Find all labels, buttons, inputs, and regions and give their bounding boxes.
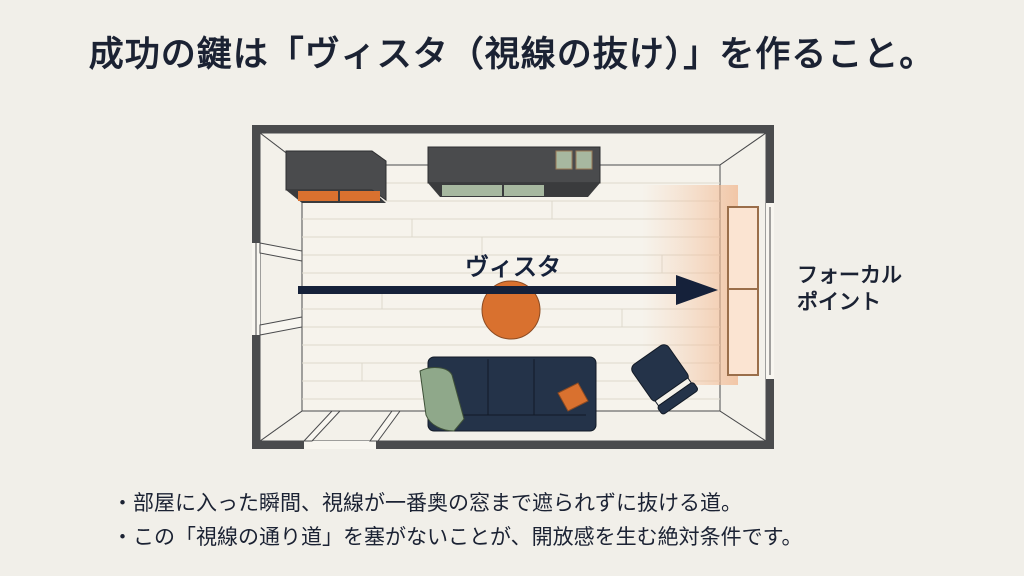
vista-label: ヴィスタ (465, 253, 561, 281)
focal-point-line1: フォーカル (797, 263, 902, 287)
tv-console (427, 146, 601, 197)
door-bottom (302, 410, 401, 449)
bullet-list: ・部屋に入った瞬間、視線が一番奥の窓まで遮られずに抜ける道。 ・この「視線の通り… (112, 486, 802, 554)
bullet-item: ・部屋に入った瞬間、視線が一番奥の窓まで遮られずに抜ける道。 (112, 491, 742, 515)
page-title: 成功の鍵は「ヴィスタ（視線の抜け）」を作ること。 (88, 35, 936, 75)
door-left (252, 242, 303, 336)
armchair (631, 344, 698, 415)
room-floor-plan: ヴィスタ (252, 125, 774, 449)
throw-blanket (419, 367, 465, 432)
bullet-item: ・この「視線の通り道」を塞がないことが、開放感を生む絶対条件です。 (112, 525, 803, 549)
focal-point-label: フォーカル ポイント (797, 262, 902, 316)
vista-arrow (298, 275, 718, 305)
wall-cabinet (285, 150, 387, 203)
round-table (481, 280, 541, 340)
cushion (557, 382, 589, 412)
sofa (419, 356, 597, 432)
window (727, 203, 774, 379)
focal-point-line2: ポイント (797, 290, 881, 314)
